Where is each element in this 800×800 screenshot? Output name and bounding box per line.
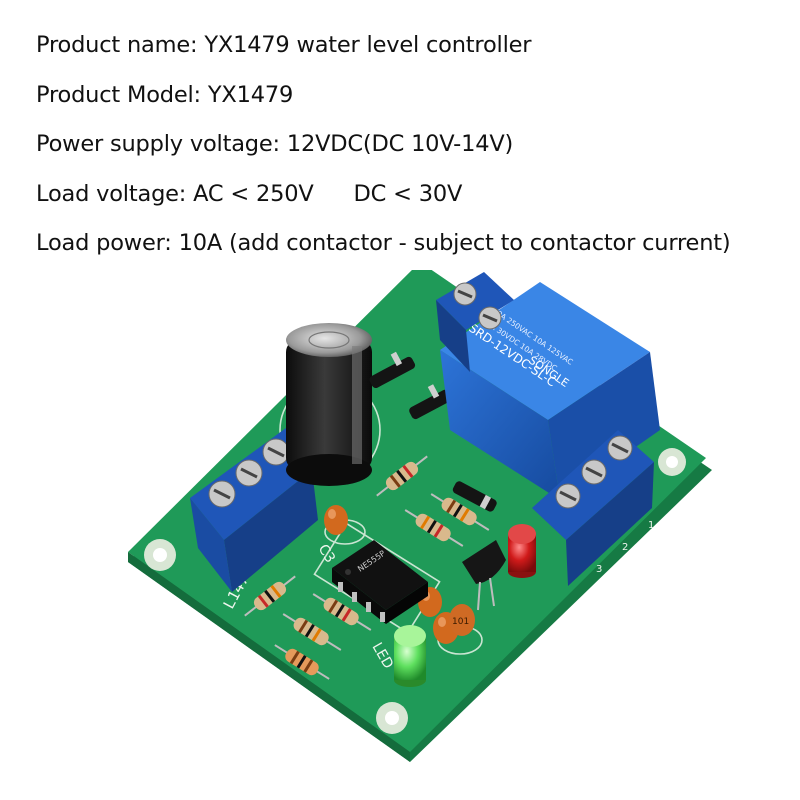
screw-terminal[interactable] <box>262 438 290 466</box>
terminal-pin-1: 1 <box>648 520 654 531</box>
ceramic-capacitor: 101 <box>449 604 475 636</box>
resistor <box>274 644 330 680</box>
mounting-hole <box>658 448 686 476</box>
resistor <box>312 593 372 631</box>
spec-list: Product name: YX1479 water level control… <box>36 30 796 278</box>
screw-terminal[interactable] <box>235 459 263 487</box>
ic-chip: NE555P <box>332 540 428 624</box>
screw-terminal[interactable] <box>607 435 633 461</box>
electrolytic-capacitor <box>286 323 372 486</box>
product-model: Product Model: YX1479 <box>36 81 294 108</box>
resistor <box>376 455 428 497</box>
screw-terminal[interactable] <box>555 483 581 509</box>
terminal-block-top[interactable] <box>436 272 514 372</box>
terminal-block-right[interactable]: 1 2 3 <box>532 430 654 586</box>
mounting-hole <box>376 702 408 734</box>
transistor <box>462 540 506 611</box>
screw-terminal[interactable] <box>208 480 236 508</box>
product-name: Product name: YX1479 water level control… <box>36 32 532 58</box>
screw-terminal[interactable] <box>453 282 477 306</box>
resistor <box>282 613 342 651</box>
supply-voltage: Power supply voltage: 12VDC(DC 10V-14V) <box>36 131 514 157</box>
product-photo: L1479 C3 LED <box>128 270 712 762</box>
led-green <box>394 625 426 687</box>
diode <box>409 384 452 420</box>
led-red <box>508 524 536 578</box>
resistor <box>430 493 490 531</box>
diode <box>369 351 416 389</box>
load-voltage-dc: DC < 30V <box>353 180 463 207</box>
load-voltage-ac: Load voltage: AC < 250V <box>36 180 314 207</box>
screw-terminal[interactable] <box>478 306 502 330</box>
load-voltage: Load voltage: AC < 250V DC < 30V <box>36 179 796 229</box>
screw-terminal[interactable] <box>581 459 607 485</box>
load-power: Load power: 10A (add contactor - subject… <box>36 230 731 256</box>
cap-value: 101 <box>452 617 469 627</box>
ceramic-capacitor <box>324 505 348 535</box>
terminal-pin-3: 3 <box>596 564 602 575</box>
diode <box>452 481 497 512</box>
resistor <box>244 575 296 617</box>
terminal-pin-2: 2 <box>622 542 628 553</box>
resistor <box>404 509 464 547</box>
terminal-block-left[interactable] <box>190 428 318 592</box>
mounting-hole <box>144 539 176 571</box>
